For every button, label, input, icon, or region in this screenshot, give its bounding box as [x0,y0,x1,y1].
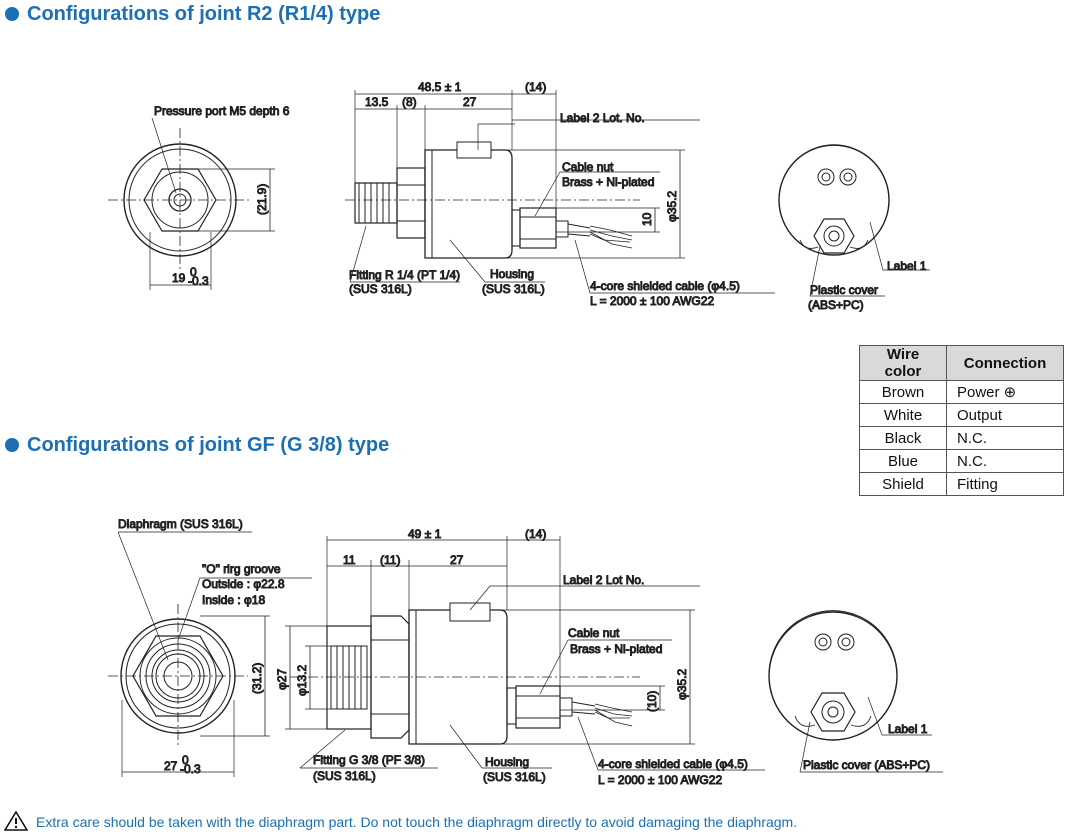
caution-note: Extra care should be taken with the diap… [3,810,798,834]
gf-dim-10: (10) [645,691,659,712]
gf-plastic-cover: Plastic cover (ABS+PC) [803,758,930,772]
gf-diaphragm-label: Diaphragm (SUS 316L) [118,517,243,531]
connection-cell: N.C. [946,449,1064,473]
r2-dim-13-5: 13.5 [365,95,389,109]
r2-cable-length: L = 2000 ± 100 AWG22 [590,294,714,308]
r2-tol-19-lower: -0.3 [188,274,209,288]
table-row: White Output [859,403,1064,427]
gf-fitting-label: Fitting G 3/8 (PF 3/8) [313,753,425,767]
gf-cable-nut: Cable nut [568,626,620,640]
connection-cell: Output [946,403,1064,427]
gf-dim-phi35-2: φ35.2 [675,669,689,700]
gf-rear-view [768,610,943,773]
heading-r2-text: Configurations of joint R2 (R1/4) type [27,3,381,25]
r2-pressure-port-label: Pressure port M5 depth 6 [154,104,290,118]
r2-dim-total: 48.5 ± 1 [418,80,462,94]
gf-dim-phi27: φ27 [275,669,289,690]
r2-dim-8: (8) [402,95,417,109]
gf-label1: Label 1 [888,722,928,736]
r2-cable-nut-material: Brass + Ni-plated [562,175,654,189]
heading-gf-text: Configurations of joint GF (G 3/8) type [27,434,390,456]
wire-connection-table: Wire color Connection Brown Power ⊕ Whit… [859,345,1064,496]
connection-cell: Power ⊕ [946,380,1064,404]
table-row: Brown Power ⊕ [859,380,1064,404]
r2-dim-14: (14) [525,80,546,94]
gf-side-view [285,536,765,771]
gf-cable-nut-material: Brass + Ni-plated [570,642,662,656]
wire-color-cell: White [859,403,947,427]
gf-o-ring-label: "O" rirg groove [202,562,281,576]
gf-dim-total: 49 ± 1 [408,527,442,541]
wire-color-cell: Brown [859,380,947,404]
r2-rear-view [778,144,930,297]
gf-dim-phi13-2: φ13.2 [295,665,309,696]
gf-dim-31-2: (31.2) [250,663,264,694]
gf-dim-11p: (11) [380,553,400,567]
table-row: Black N.C. [859,426,1064,450]
gf-o-ring-inside: Inside : φ18 [202,593,265,607]
gf-front-view [108,531,312,777]
r2-dim-27: 27 [463,95,477,109]
bullet-icon [5,7,19,21]
gf-dim-11: 11 [343,553,356,567]
gf-dim-27: 27 [450,553,464,567]
column-header-connection: Connection [946,345,1064,381]
r2-label1: Label 1 [887,259,927,273]
gf-label2: Label 2 Lot No. [563,573,644,587]
r2-dim-19: 19 [172,271,186,285]
r2-side-view [345,90,775,294]
gf-tol-27-lower: -0.3 [180,762,201,776]
r2-cable-nut: Cable nut [562,160,614,174]
gf-tol-27-upper: 0 [182,753,189,767]
heading-gf: Configurations of joint GF (G 3/8) type [5,434,389,457]
table-row: Blue N.C. [859,449,1064,473]
r2-fitting-label: Fitting R 1/4 (PT 1/4) [349,268,460,282]
r2-label2: Label 2 Lot. No. [560,111,645,125]
r2-plastic-cover: Plastic cover [810,283,878,297]
r2-tol-19-upper: 0 [190,265,197,279]
gf-dim-14: (14) [525,527,546,541]
wire-color-cell: Black [859,426,947,450]
gf-housing-material: (SUS 316L) [483,770,546,784]
r2-housing-material: (SUS 316L) [482,282,545,296]
r2-housing-label: Housing [490,267,534,281]
caution-note-text: Extra care should be taken with the diap… [36,814,798,830]
gf-fitting-material: (SUS 316L) [313,769,376,783]
connection-cell: N.C. [946,426,1064,450]
gf-housing-label: Housing [485,755,529,769]
r2-dim-phi35-2: φ35.2 [665,191,679,222]
wire-color-cell: Shield [859,472,947,496]
r2-dim-10: 10 [640,212,654,226]
table-header-row: Wire color Connection [859,345,1064,381]
bullet-icon [5,438,19,452]
column-header-wire-color: Wire color [859,345,947,381]
gf-dim-27w: 27 [164,759,178,773]
warning-icon [3,810,29,834]
table-row: Shield Fitting [859,472,1064,496]
r2-fitting-material: (SUS 316L) [349,282,412,296]
gf-o-ring-outside: Outside : φ22.8 [202,577,285,591]
r2-cable-label: 4-core shielded cable (φ4.5) [590,279,740,293]
gf-cable-length: L = 2000 ± 100 AWG22 [598,773,722,787]
wire-color-cell: Blue [859,449,947,473]
r2-plastic-cover-material: (ABS+PC) [808,298,864,312]
connection-cell: Fitting [946,472,1064,496]
r2-front-view [108,117,275,290]
heading-r2: Configurations of joint R2 (R1/4) type [5,3,380,26]
r2-dim-21-9: (21.9) [255,184,269,215]
gf-cable-label: 4-core shielded cable (φ4.5) [598,757,748,771]
